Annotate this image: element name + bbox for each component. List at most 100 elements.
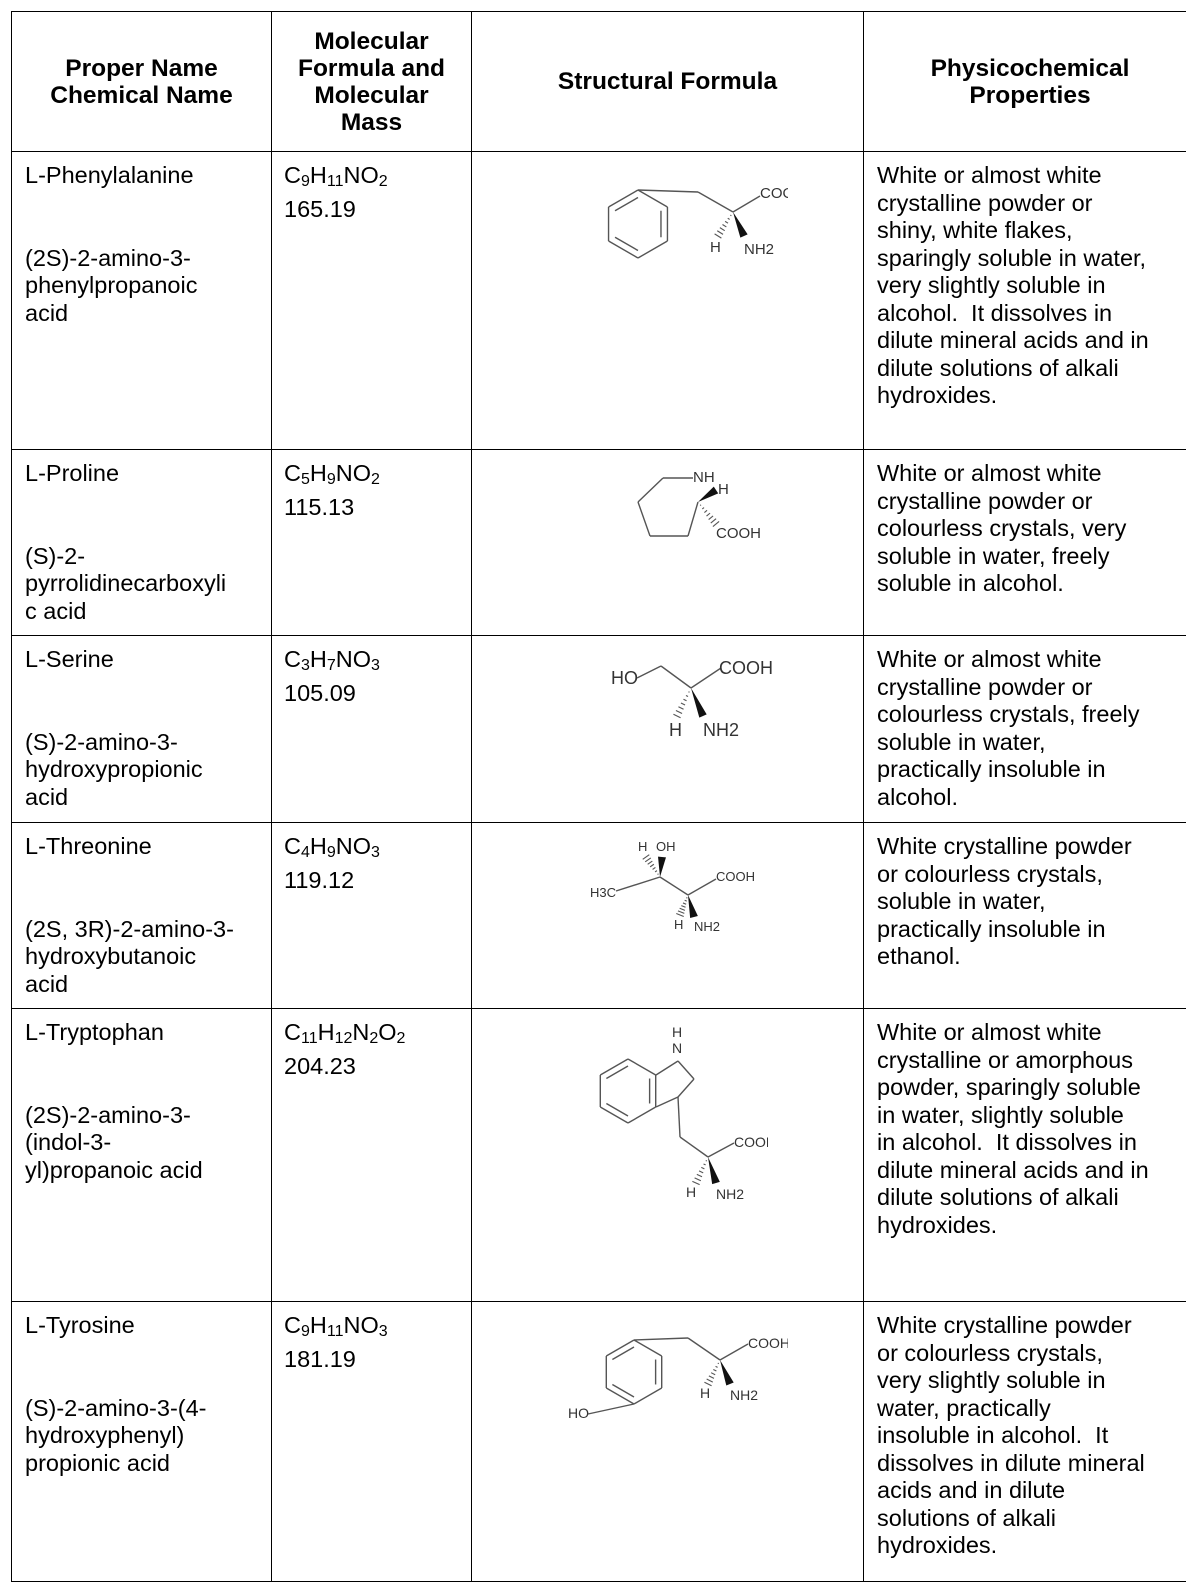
- name-cell: L-Phenylalanine(2S)-2-amino-3-phenylprop…: [12, 152, 272, 450]
- nh2-label: NH2: [716, 1186, 744, 1202]
- formula-element: H: [310, 1312, 327, 1338]
- formula-subscript: 7: [327, 657, 336, 674]
- properties-line: crystalline powder or: [877, 674, 1186, 702]
- formula-element: NO: [343, 162, 378, 188]
- nh2-label: NH2: [694, 919, 720, 934]
- formula-subscript: 9: [327, 844, 336, 861]
- formula-element: NO: [336, 646, 371, 672]
- header-formula-line3: Molecular: [272, 82, 471, 109]
- cooh-label: COOH: [719, 658, 773, 678]
- chemical-name-line: (2S)-2-amino-3-: [25, 1102, 261, 1130]
- h-label: H: [718, 481, 729, 498]
- molecular-mass: 165.19: [284, 196, 461, 224]
- formula-element: NO: [343, 1312, 378, 1338]
- header-formula-line4: Mass: [272, 109, 471, 136]
- properties-line: dilute mineral acids and in: [877, 1157, 1186, 1185]
- header-props-line1: Physicochemical: [864, 55, 1186, 82]
- chemical-name-line: phenylpropanoic: [25, 272, 261, 300]
- properties-line: crystalline powder or: [877, 190, 1186, 218]
- formula-element: C: [284, 1312, 301, 1338]
- formula-element: H: [310, 833, 327, 859]
- h-label: H: [672, 1024, 682, 1040]
- formula-element: NO: [336, 833, 371, 859]
- proper-name: L-Phenylalanine: [25, 162, 261, 190]
- molecular-formula: C11H12N2O2: [284, 1019, 461, 1053]
- proper-name: L-Tyrosine: [25, 1312, 261, 1340]
- h-label-2: H: [686, 1184, 696, 1200]
- formula-element: N: [352, 1019, 369, 1045]
- chemical-name-line: acid: [25, 784, 261, 812]
- formula-element: C: [284, 646, 301, 672]
- header-name: Proper Name Chemical Name: [12, 12, 272, 152]
- structural-formula-drawing: HO COOH H NH2: [553, 644, 783, 744]
- properties-line: sparingly soluble in water,: [877, 245, 1186, 273]
- header-formula: Molecular Formula and Molecular Mass: [272, 12, 472, 152]
- formula-element: C: [284, 162, 301, 188]
- properties-line: hydroxides.: [877, 1212, 1186, 1240]
- formula-subscript: 9: [301, 1323, 310, 1340]
- properties-line: dilute mineral acids and in: [877, 327, 1186, 355]
- cooh-label: COOH: [734, 1134, 768, 1150]
- properties-line: crystalline powder or: [877, 488, 1186, 516]
- h-label: H: [710, 239, 721, 256]
- molecular-mass: 119.12: [284, 867, 461, 895]
- h-label: H: [669, 720, 682, 740]
- chemical-name-line: acid: [25, 971, 261, 999]
- molecular-formula: C9H11NO2: [284, 162, 461, 196]
- nh-label: NH: [693, 469, 715, 486]
- chemical-name-line: (S)-2-amino-3-(4-: [25, 1395, 261, 1423]
- properties-line: White or almost white: [877, 460, 1186, 488]
- properties-line: alcohol.: [877, 784, 1186, 812]
- properties-line: water, practically: [877, 1395, 1186, 1423]
- chemical-name-line: hydroxypropionic: [25, 756, 261, 784]
- properties-line: soluble in water,: [877, 729, 1186, 757]
- properties-line: soluble in water,: [877, 888, 1186, 916]
- properties-line: colourless crystals, very: [877, 515, 1186, 543]
- formula-subscript: 5: [301, 471, 310, 488]
- n-label: N: [672, 1040, 682, 1056]
- nh2-label: NH2: [730, 1387, 758, 1403]
- chemical-name-line: (2S, 3R)-2-amino-3-: [25, 916, 261, 944]
- header-name-line1: Proper Name: [12, 55, 271, 82]
- header-formula-line1: Molecular: [272, 28, 471, 55]
- nh2-label: NH2: [703, 720, 739, 740]
- molecular-mass: 115.13: [284, 494, 461, 522]
- structure-cell: HNCOOHHNH2: [472, 1009, 864, 1302]
- ho-label: HO: [568, 1405, 589, 1421]
- formula-element: O: [378, 1019, 396, 1045]
- formula-subscript: 9: [327, 471, 336, 488]
- ho-label: HO: [611, 668, 638, 688]
- formula-subscript: 11: [327, 173, 344, 190]
- h-label: H: [700, 1385, 710, 1401]
- properties-line: in water, slightly soluble: [877, 1102, 1186, 1130]
- molecular-formula: C3H7NO3: [284, 646, 461, 680]
- oh-label: OH: [656, 839, 676, 854]
- properties-line: hydroxides.: [877, 382, 1186, 410]
- properties-line: or colourless crystals,: [877, 1340, 1186, 1368]
- properties-line: dilute solutions of alkali: [877, 1184, 1186, 1212]
- formula-subscript: 11: [301, 1030, 318, 1047]
- properties-line: White crystalline powder: [877, 1312, 1186, 1340]
- properties-line: shiny, white flakes,: [877, 217, 1186, 245]
- formula-subscript: 3: [371, 657, 380, 674]
- properties-line: in alcohol. It dissolves in: [877, 1129, 1186, 1157]
- chemical-name-line: yl)propanoic acid: [25, 1157, 261, 1185]
- formula-element: C: [284, 833, 301, 859]
